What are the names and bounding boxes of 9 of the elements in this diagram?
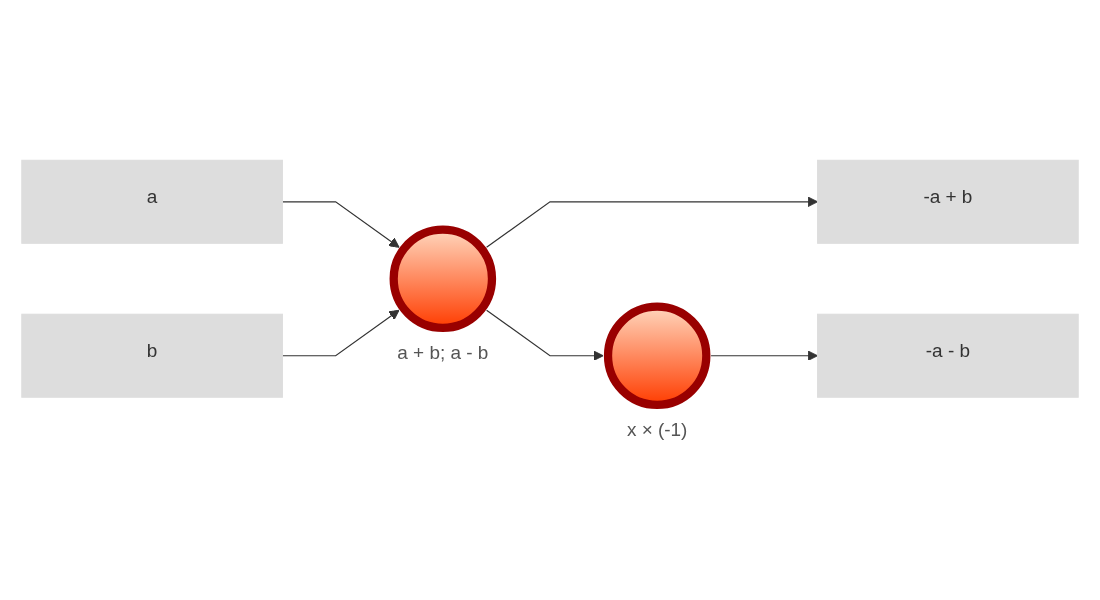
arrow bbox=[486, 309, 604, 361]
process-box: a bbox=[21, 159, 283, 244]
operator-circle bbox=[389, 225, 497, 333]
node-caption: x × (-1) bbox=[626, 418, 688, 440]
process-box: -a - b bbox=[817, 313, 1079, 398]
operator-circle bbox=[603, 302, 711, 410]
process-box: b bbox=[21, 313, 283, 398]
node-caption: a + b; a - b bbox=[397, 341, 489, 363]
process-box: -a + b bbox=[817, 159, 1079, 244]
